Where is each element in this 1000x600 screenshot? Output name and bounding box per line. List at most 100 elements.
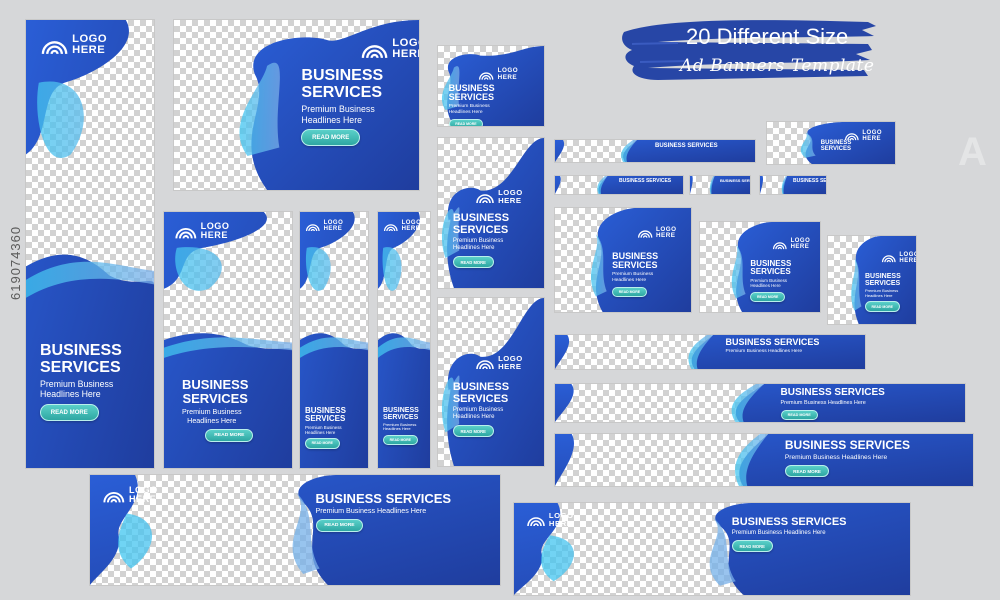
read-more-button[interactable]: READ MORE xyxy=(205,428,254,442)
banner-subtitle: Premium Business Headlines Here xyxy=(316,507,427,515)
banner-title: BUSINESS SERVICES xyxy=(726,338,820,348)
logo-line-1: LOGO xyxy=(548,511,574,521)
banner-title: BUSINESS SERVICES xyxy=(732,516,847,529)
subtitle-line-2: Headlines Here xyxy=(40,389,101,400)
logo-line-1: LOGO xyxy=(128,485,158,495)
title-line-2: SERVICES xyxy=(820,145,851,152)
logo-line-2: HERE xyxy=(790,244,810,251)
script-subheadline: Ad Banners Template xyxy=(680,56,875,76)
banner-thin-2: BUSINESS SERVICES xyxy=(690,176,750,194)
logo-line-1: LOGO xyxy=(498,188,523,197)
logo-icon xyxy=(40,35,69,55)
read-more-button[interactable]: READ MORE xyxy=(750,291,785,302)
logo: LOGO HERE xyxy=(475,355,523,370)
title-line-2: SERVICES xyxy=(448,92,494,103)
title-text: BUSINESS SERVICES xyxy=(655,143,718,150)
subtitle-line-2: Headlines Here xyxy=(305,430,336,436)
logo: LOGO HERE xyxy=(844,130,882,142)
subtitle-line-1: Premium Business xyxy=(864,288,899,294)
title-text: BUSINESS SERVICES xyxy=(784,438,911,453)
logo-icon xyxy=(881,252,897,263)
title-line-2: SERVICES xyxy=(750,267,791,277)
read-more-button[interactable]: READ MORE xyxy=(780,409,818,421)
stock-id-label: 619074360 xyxy=(8,225,23,300)
subtitle-line-1: Premium Business xyxy=(182,408,242,417)
logo-line-2: HERE xyxy=(498,361,522,371)
banner-subtitle: Premium Business Headlines Here xyxy=(785,454,887,462)
read-more-button[interactable]: READ MORE xyxy=(452,256,494,269)
title-line-1: BUSINESS xyxy=(612,250,659,261)
title-line-1: BUSINESS xyxy=(452,212,510,224)
logo-line-2: HERE xyxy=(655,232,676,240)
banner-title: BUSINESS SERVICES xyxy=(720,178,750,183)
logo-line-1: LOGO xyxy=(498,354,523,364)
read-more-button[interactable]: READ MORE xyxy=(40,404,99,421)
logo-line-2: HERE xyxy=(128,494,157,505)
subtitle-text: Premium Business Headlines Here xyxy=(780,399,866,406)
banner-thin-3: BUSINESS SERVICES xyxy=(760,176,826,194)
logo-icon xyxy=(475,356,495,370)
title-line-1: BUSINESS xyxy=(448,82,495,93)
subtitle-line-1: Premium Business xyxy=(612,272,654,278)
read-more-button[interactable]: READ MORE xyxy=(612,287,647,298)
title-line-2: SERVICES xyxy=(182,391,248,407)
logo: LOGO HERE xyxy=(360,37,419,60)
banner-title: BUSINESS SERVICES xyxy=(619,178,671,184)
read-more-button[interactable]: READ MORE xyxy=(383,435,418,446)
logo-line-2: HERE xyxy=(497,73,518,81)
logo-line-2: HERE xyxy=(72,44,106,57)
logo-line-1: LOGO xyxy=(72,33,108,45)
read-more-button[interactable]: READ MORE xyxy=(864,301,900,312)
title-line-2: SERVICES xyxy=(452,223,509,236)
logo-line-1: LOGO xyxy=(862,129,883,136)
subtitle-line-2: Headlines Here xyxy=(448,109,483,115)
logo: LOGO HERE xyxy=(526,512,574,527)
logo-icon xyxy=(383,221,399,232)
read-more-button[interactable]: READ MORE xyxy=(452,425,494,438)
subtitle-line-1: Premium Business xyxy=(452,238,504,245)
title-text: BUSINESS SERVICES xyxy=(725,337,820,348)
read-more-button[interactable]: READ MORE xyxy=(315,519,364,533)
subtitle-text: Premium Business Headlines Here xyxy=(725,349,803,355)
logo: LOGO HERE xyxy=(637,226,677,240)
subtitle-line-1: Premium Business xyxy=(383,421,417,427)
subtitle-line-2: Headlines Here xyxy=(301,114,363,125)
title-line-1: BUSINESS xyxy=(750,258,792,268)
title-line-1: BUSINESS xyxy=(452,381,510,393)
read-more-button[interactable]: READ MORE xyxy=(448,119,484,126)
logo: LOGO HERE xyxy=(174,221,229,240)
read-more-button[interactable]: READ MORE xyxy=(784,464,830,478)
title-text: BUSINESS SERVICES xyxy=(315,490,452,506)
read-more-button[interactable]: READ MORE xyxy=(305,438,340,449)
logo: LOGO HERE xyxy=(102,485,158,505)
title-line-2: SERVICES xyxy=(383,413,419,421)
logo: LOGO HERE xyxy=(772,238,810,250)
logo: LOGO HERE xyxy=(40,33,108,57)
subtitle-line-2: Headlines Here xyxy=(452,245,495,252)
subtitle-line-2: Headlines Here xyxy=(187,416,237,425)
read-more-button[interactable]: READ MORE xyxy=(731,540,773,553)
read-more-button[interactable]: READ MORE xyxy=(301,129,360,146)
logo-line-2: HERE xyxy=(401,226,421,232)
logo: LOGO HERE xyxy=(383,220,421,232)
logo: LOGO HERE xyxy=(475,189,523,204)
title-text: BUSINESS SERVICES xyxy=(780,386,885,398)
banner-title: BUSINESS SERVICES xyxy=(655,143,718,149)
